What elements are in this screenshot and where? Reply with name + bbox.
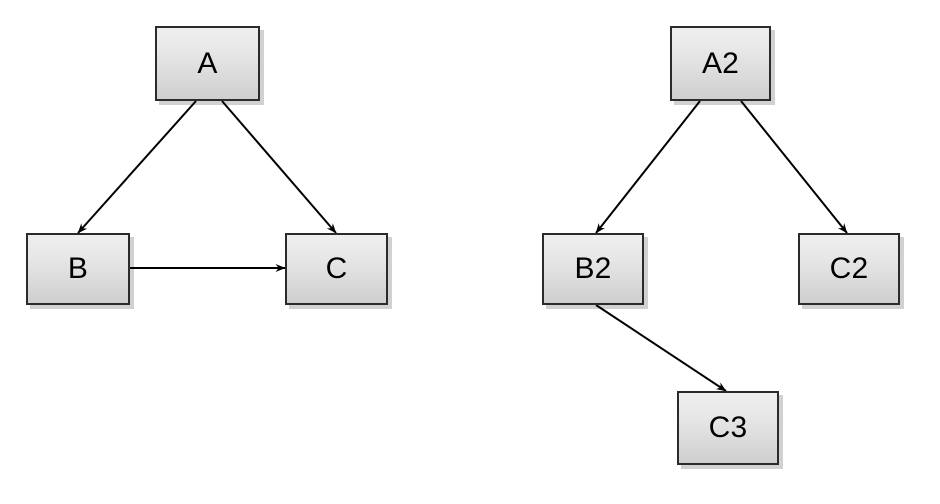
node-label-c2: C2 — [829, 252, 869, 285]
node-b2[interactable]: B2 — [542, 233, 644, 305]
node-c2[interactable]: C2 — [798, 233, 900, 305]
edge-b2-to-c3[interactable] — [595, 304, 727, 392]
node-a[interactable]: A — [155, 26, 260, 101]
edge-a-to-b[interactable] — [77, 100, 197, 234]
node-b[interactable]: B — [26, 233, 130, 305]
edge-a-to-c[interactable] — [221, 100, 337, 234]
node-c3[interactable]: C3 — [677, 391, 779, 465]
edge-a2-to-b2[interactable] — [595, 100, 701, 234]
edge-a2-to-c2[interactable] — [740, 100, 848, 234]
node-a2[interactable]: A2 — [670, 26, 771, 101]
node-label-a: A — [197, 46, 218, 80]
node-label-b2: B2 — [574, 252, 612, 285]
node-label-a2: A2 — [701, 46, 740, 80]
node-label-b: B — [67, 252, 89, 285]
node-label-c: C — [325, 252, 348, 285]
node-c[interactable]: C — [285, 233, 388, 305]
node-label-c3: C3 — [708, 411, 748, 444]
